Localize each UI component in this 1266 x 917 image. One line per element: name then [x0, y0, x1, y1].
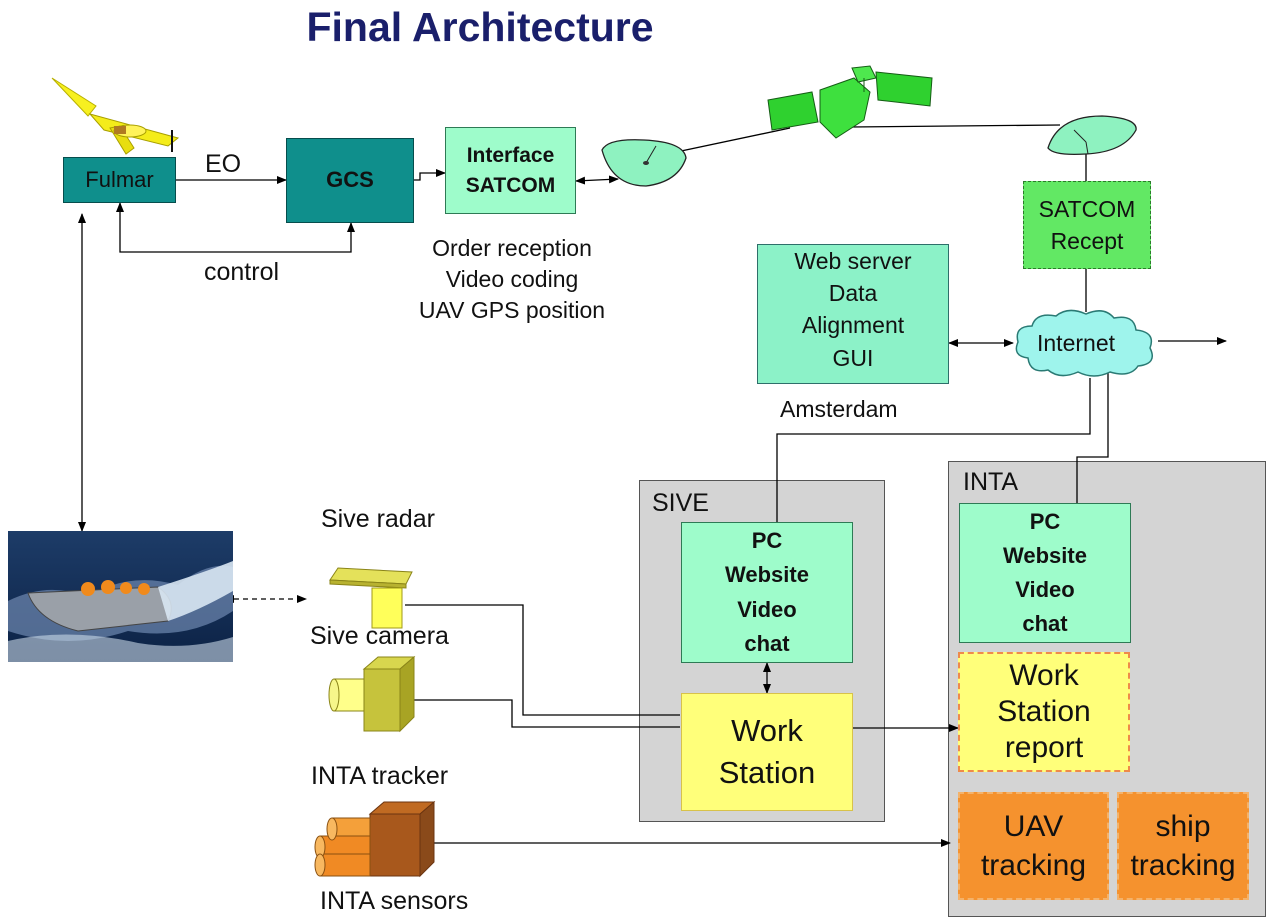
- gcs-node[interactable]: GCS: [286, 138, 414, 223]
- control-link: [116, 202, 355, 253]
- sive-pc-node[interactable]: PC Website Video chat: [681, 522, 853, 663]
- inta-report-line-3: report: [1004, 731, 1084, 764]
- sive-pc-line-3: Video: [737, 596, 797, 622]
- amsterdam-label: Amsterdam: [780, 396, 898, 422]
- satellite-dish-icon: [601, 139, 687, 187]
- inta-pc-line-1: PC: [1029, 508, 1061, 534]
- internet-label: Internet: [1037, 330, 1115, 356]
- inta-tracker-label: INTA tracker: [311, 762, 449, 790]
- uav-tracking-node[interactable]: UAV tracking: [958, 792, 1109, 900]
- sive-camera-label: Sive camera: [310, 622, 449, 650]
- inta-report-line-1: Work: [1009, 659, 1079, 692]
- downlink-line: [849, 124, 1061, 128]
- sive-pc-line-4: chat: [744, 630, 790, 656]
- web-server-line-1: Web server: [794, 248, 912, 274]
- sive-pc-line-2: Website: [725, 562, 809, 588]
- interface-note-order: Order reception: [432, 235, 592, 261]
- inta-pc-node[interactable]: PC Website Video chat: [959, 503, 1131, 643]
- fulmar-node[interactable]: Fulmar: [63, 157, 176, 203]
- internet-inta-link: [1076, 373, 1109, 523]
- ship-tracking-node[interactable]: ship tracking: [1117, 792, 1249, 900]
- interface-note-video: Video coding: [445, 266, 579, 293]
- fulmar-label: Fulmar: [85, 166, 154, 192]
- web-server-line-2: Data: [828, 280, 878, 307]
- interface-dish-link: [575, 175, 619, 185]
- uav-tracking-line-1: UAV: [1003, 810, 1064, 843]
- inta-panel-label: INTA: [963, 468, 1019, 496]
- sive-radar-label: Sive radar: [321, 505, 435, 533]
- inta-pc-line-2: Website: [1003, 542, 1087, 568]
- interface-notes: Order reception Video coding UAV GPS pos…: [392, 233, 632, 326]
- internet-sive-link: [776, 378, 1091, 523]
- camera-icon: [328, 655, 416, 733]
- satcom-recept-line-2: Recept: [1050, 228, 1124, 254]
- cloud-icon: [1015, 309, 1153, 377]
- ship-tracking-line-2: tracking: [1130, 849, 1236, 882]
- gcs-interface-link: [414, 169, 446, 181]
- web-server-line-3: Alignment: [801, 312, 905, 339]
- sive-panel-label: SIVE: [652, 489, 709, 517]
- web-server-node[interactable]: Web server Data Alignment GUI: [757, 244, 949, 384]
- ship-tracking-line-1: ship: [1155, 810, 1211, 843]
- satcom-recept-line-1: SATCOM: [1038, 195, 1136, 222]
- inta-workstation-report-node[interactable]: Work Station report: [958, 652, 1130, 772]
- radar-icon: [329, 567, 413, 629]
- satcom-recept-node[interactable]: SATCOM Recept: [1023, 181, 1151, 269]
- eo-label: EO: [205, 150, 242, 178]
- satellite-dish-icon: [1047, 115, 1137, 156]
- interface-satcom-line-2: SATCOM: [465, 173, 556, 197]
- uav-tracking-line-2: tracking: [980, 849, 1087, 882]
- sive-workstation-node[interactable]: Work Station: [681, 693, 853, 811]
- boat-photo: [8, 531, 233, 662]
- sensor-cluster-icon: [314, 800, 436, 878]
- sive-workstation-line-2: Station: [718, 755, 816, 790]
- inta-sensors-label: INTA sensors: [320, 887, 469, 915]
- radar-workstation-link: [405, 604, 680, 716]
- satellite-icon: [767, 65, 933, 139]
- web-server-line-4: GUI: [832, 344, 874, 371]
- inta-report-line-2: Station: [997, 695, 1091, 728]
- interface-satcom-node[interactable]: Interface SATCOM: [445, 127, 576, 214]
- interface-note-gps: UAV GPS position: [418, 297, 606, 324]
- page-title: Final Architecture: [306, 4, 654, 50]
- inta-pc-line-4: chat: [1022, 611, 1068, 637]
- camera-workstation-link: [412, 699, 680, 728]
- gcs-label: GCS: [326, 167, 374, 193]
- sive-pc-line-1: PC: [751, 528, 783, 554]
- interface-satcom-line-1: Interface: [466, 144, 555, 168]
- sive-workstation-line-1: Work: [731, 713, 803, 749]
- uav-aircraft-icon: [51, 77, 180, 155]
- inta-pc-line-3: Video: [1015, 577, 1075, 602]
- control-label: control: [204, 258, 280, 286]
